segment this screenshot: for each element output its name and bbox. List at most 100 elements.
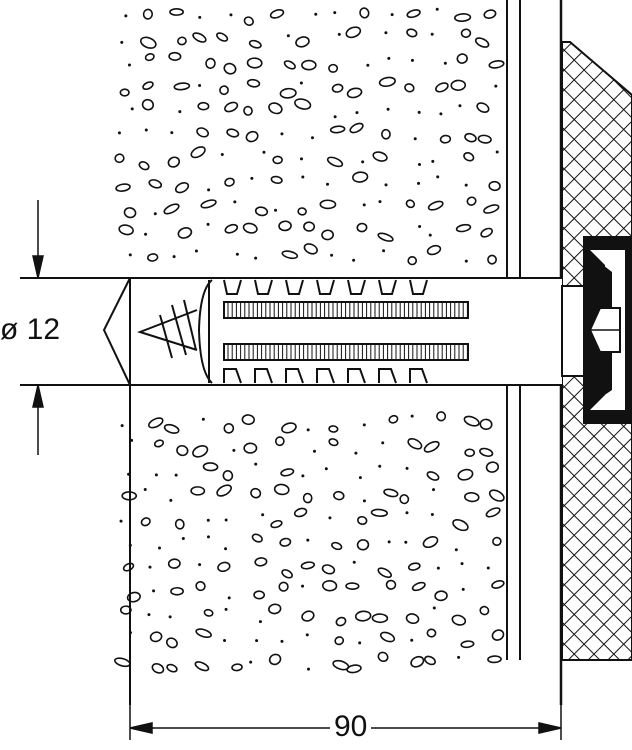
concrete-speckle	[226, 128, 240, 138]
concrete-speckle	[405, 199, 416, 209]
concrete-speckle	[206, 535, 210, 539]
concrete-speckle	[113, 657, 131, 668]
concrete-speckle	[227, 596, 231, 600]
concrete-speckle	[491, 579, 505, 589]
concrete-speckle	[170, 586, 184, 596]
concrete-speckle	[115, 183, 131, 192]
concrete-speckle	[488, 489, 505, 502]
expansion-tooth	[316, 368, 335, 384]
concrete-speckle	[494, 84, 498, 88]
concrete-speckle	[352, 258, 356, 262]
concrete-speckle	[491, 629, 505, 641]
screw-tip	[136, 299, 198, 359]
concrete-speckle	[436, 566, 440, 570]
concrete-speckle	[245, 130, 259, 143]
concrete-speckle	[153, 212, 157, 216]
concrete-speckle	[148, 417, 164, 429]
concrete-speckle	[229, 13, 233, 17]
concrete-speckle	[302, 492, 313, 504]
concrete-speckle	[148, 565, 152, 569]
concrete-speckle	[176, 444, 189, 457]
concrete-speckle	[443, 61, 447, 65]
concrete-speckle	[286, 34, 290, 38]
concrete-speckle	[418, 224, 422, 228]
concrete-speckle	[219, 85, 229, 96]
concrete-speckle	[321, 229, 334, 241]
concrete-speckle	[253, 590, 266, 600]
concrete-speckle	[331, 541, 343, 551]
concrete-speckle	[479, 447, 494, 457]
concrete-speckle	[371, 613, 389, 624]
concrete-speckle	[362, 423, 366, 427]
concrete-speckle	[149, 631, 163, 643]
concrete-speckle	[410, 655, 425, 668]
concrete-speckle	[379, 631, 396, 643]
concrete-speckle	[372, 151, 388, 162]
concrete-speckle	[405, 466, 409, 470]
concrete-speckle	[261, 513, 265, 517]
concrete-speckle	[283, 60, 296, 70]
concrete-speckle	[405, 511, 409, 515]
concrete-speckle	[168, 51, 182, 61]
concrete-speckle	[479, 605, 490, 616]
concrete-speckle	[474, 37, 490, 48]
concrete-speckle	[426, 471, 440, 481]
concrete-speckle	[457, 468, 474, 481]
concrete-speckle	[279, 87, 297, 99]
concrete-speckle	[165, 637, 178, 649]
concrete-speckle	[233, 200, 237, 204]
concrete-speckle	[451, 614, 467, 626]
concrete-speckle	[488, 60, 505, 69]
concrete-speckle	[326, 182, 330, 186]
expansion-tooth	[378, 368, 397, 384]
concrete-speckle	[432, 488, 436, 492]
expansion-tooth	[285, 279, 304, 295]
concrete-speckle	[224, 177, 235, 187]
concrete-speckle	[359, 7, 370, 19]
concrete-speckle	[463, 415, 480, 427]
concrete-speckle	[328, 438, 339, 447]
concrete-speckle	[273, 483, 290, 496]
concrete-speckle	[407, 256, 418, 266]
concrete-speckle	[335, 616, 347, 627]
concrete-speckle	[269, 9, 285, 19]
concrete-speckle	[463, 491, 480, 503]
concrete-speckle	[174, 518, 185, 530]
concrete-speckle	[278, 581, 289, 592]
concrete-speckle	[223, 638, 227, 642]
concrete-speckle	[390, 13, 394, 17]
concrete-speckle	[424, 655, 436, 666]
concrete-speckle	[487, 254, 497, 265]
concrete-speckle	[163, 423, 180, 434]
concrete-speckle	[405, 613, 420, 625]
concrete-speckle	[192, 445, 209, 458]
concrete-speckle	[410, 414, 414, 418]
concrete-speckle	[345, 26, 362, 39]
concrete-speckle	[217, 561, 231, 573]
concrete-speckle	[274, 436, 285, 447]
depth-label: 90	[330, 710, 372, 744]
concrete-speckle	[430, 32, 434, 36]
concrete-speckle	[198, 83, 202, 87]
concrete-speckle	[386, 107, 390, 111]
concrete-speckle	[383, 488, 399, 498]
concrete-speckle	[426, 628, 437, 638]
concrete-speckle	[168, 615, 172, 619]
expansion-tooth	[378, 279, 397, 295]
concrete-speckle	[464, 259, 468, 263]
concrete-speckle	[224, 223, 239, 234]
expansion-tooth	[285, 368, 304, 384]
concrete-speckle	[357, 515, 368, 526]
concrete-speckle	[120, 40, 124, 44]
concrete-speckle	[355, 111, 359, 115]
concrete-speckle	[246, 78, 261, 88]
expansion-tooth	[316, 279, 335, 295]
concrete-speckle	[460, 562, 464, 566]
concrete-speckle	[306, 538, 310, 542]
diameter-label: ø 12	[0, 313, 63, 347]
concrete-speckle	[119, 519, 123, 523]
concrete-speckle	[241, 414, 255, 426]
dowel-threaded-strips	[223, 301, 469, 361]
concrete-speckle	[381, 441, 385, 445]
concrete-speckle	[362, 499, 366, 503]
